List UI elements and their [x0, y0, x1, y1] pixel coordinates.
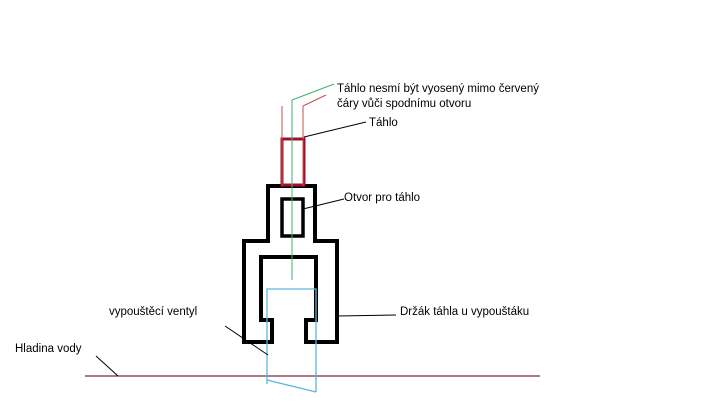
rod-offset-note-line2: čáry vůči spodnímu otvoru: [337, 98, 472, 110]
rod-holder-outline: [242, 184, 339, 344]
guide-line-red-diag: [302, 94, 327, 107]
rod-offset-note-line1: Táhlo nesmí být vyosený mimo červený: [337, 83, 539, 95]
rod-label: Táhlo: [369, 117, 398, 129]
leader-holder: [336, 314, 397, 317]
drain-valve-bottom-diag: [266, 379, 317, 393]
center-line-green-diag: [291, 83, 335, 101]
water-level-label: Hladina vody: [15, 343, 82, 355]
drain-valve-label: vypouštěcí ventyl: [109, 306, 198, 318]
rod-outline: [280, 137, 306, 187]
leader-valve: [224, 325, 269, 356]
leader-rod-hole: [302, 198, 345, 210]
leader-rod: [303, 121, 367, 138]
rod-holder-label: Držák táhla u vypouštáku: [400, 306, 530, 318]
drain-valve-outline: [266, 288, 317, 392]
leader-water: [95, 355, 119, 377]
rod-hole-label: Otvor pro táhlo: [344, 192, 421, 204]
